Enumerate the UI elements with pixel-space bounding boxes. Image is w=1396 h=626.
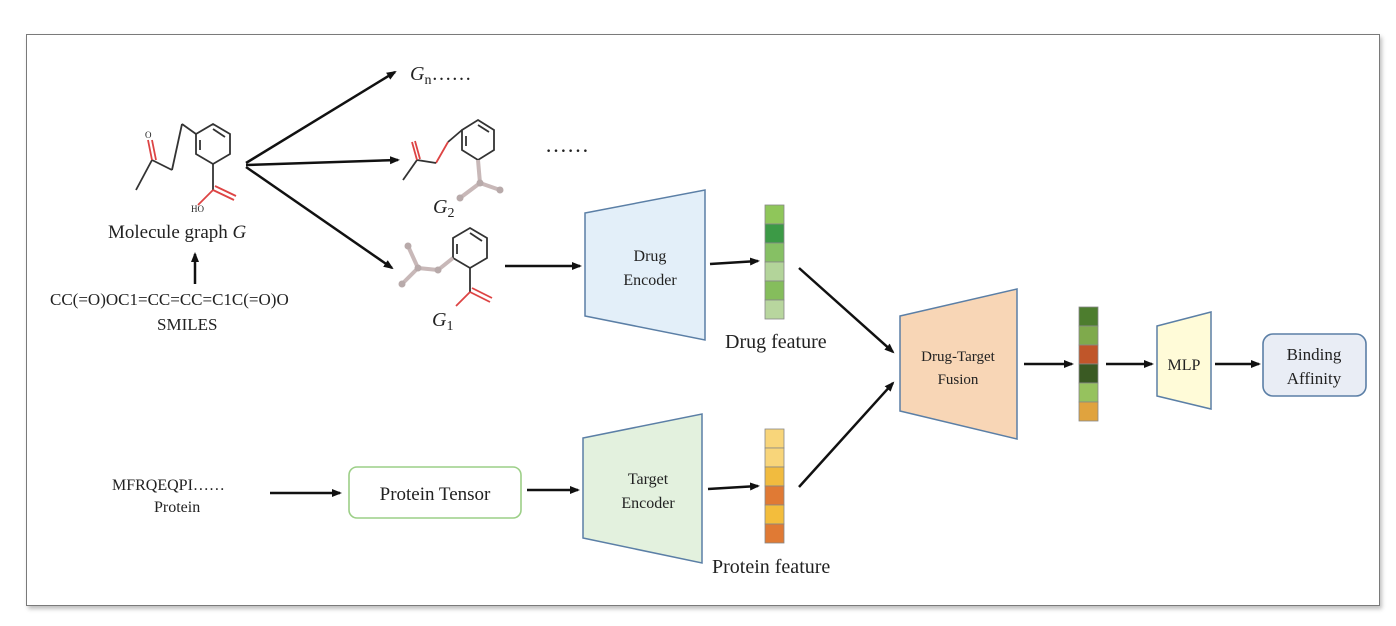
fusion-shape [899, 288, 1018, 440]
protein-feature-label: Protein feature [712, 556, 830, 578]
graph-gn-label: Gn…… [410, 63, 471, 88]
mlp-label: MLP [1168, 357, 1201, 374]
drug-feature-to-fusion-arrow [798, 267, 895, 354]
protein-feature-cell [764, 504, 785, 525]
atom-o-label: O [145, 130, 152, 140]
graph-g2-label: G2 [433, 196, 454, 221]
protein-feature-cell [764, 523, 785, 544]
atom-ho-label: HO [191, 204, 204, 214]
drug-encoder-shape [584, 189, 706, 341]
drug-feature-vector [764, 204, 785, 320]
drug-feature-cell [764, 242, 785, 263]
binding-affinity-box [1262, 333, 1367, 397]
binding-affinity-line1: Binding [1287, 345, 1342, 364]
mlp-shape [1156, 311, 1212, 410]
drug-feature-cell [764, 299, 785, 320]
fusion-label-line2: Fusion [938, 372, 979, 388]
smiles-string: CC(=O)OC1=CC=CC=C1C(=O)O [50, 290, 289, 309]
protein-feature-vector [764, 428, 785, 544]
augmentation-arrows [245, 70, 400, 270]
drug-feature-cell [764, 280, 785, 301]
protein-feature-cell [764, 447, 785, 468]
target-encoder-shape [582, 413, 703, 564]
drug-feature-cell [764, 223, 785, 244]
target-encoder-to-feature-arrow [707, 482, 760, 491]
fused-feature-cell [1078, 363, 1099, 384]
fused-feature-cell [1078, 382, 1099, 403]
target-encoder-label-line2: Encoder [621, 495, 675, 512]
binding-affinity-line2: Affinity [1287, 369, 1342, 388]
target-encoder-label-line1: Target [628, 471, 669, 488]
molecule-graph-label: Molecule graph G [108, 222, 247, 243]
drug-feature-label: Drug feature [725, 331, 827, 353]
more-graphs-ellipsis: …… [545, 132, 589, 157]
molecule-g1-structure [452, 226, 493, 307]
protein-feature-cell [764, 466, 785, 487]
drug-feature-cell [764, 204, 785, 225]
molecule-g2-masked [456, 159, 504, 202]
drug-feature-cell [764, 261, 785, 282]
fused-feature-cell [1078, 344, 1099, 365]
protein-feature-cell [764, 485, 785, 506]
protein-sequence: MFRQEQPI…… [112, 477, 225, 494]
arrow-to-g1 [245, 165, 394, 270]
smiles-label: SMILES [157, 315, 217, 334]
fused-feature-vector [1078, 306, 1099, 422]
graph-g1-label: G1 [432, 309, 453, 334]
drug-encoder-label-line1: Drug [634, 248, 667, 265]
protein-label: Protein [154, 499, 200, 516]
arrow-to-g2 [245, 156, 400, 167]
protein-tensor-box [348, 466, 522, 519]
arrow-to-gn [245, 70, 397, 165]
fused-feature-cell [1078, 401, 1099, 422]
protein-feature-cell [764, 428, 785, 449]
drug-encoder-to-feature-arrow [709, 257, 760, 266]
fused-feature-cell [1078, 306, 1099, 327]
drug-encoder-label-line2: Encoder [623, 272, 677, 289]
fused-feature-cell [1078, 325, 1099, 346]
molecule-g-structure [135, 122, 237, 206]
fusion-label-line1: Drug-Target [921, 349, 995, 365]
protein-feature-to-fusion-arrow [798, 381, 895, 488]
protein-tensor-label: Protein Tensor [380, 484, 491, 505]
molecule-g1-masked [398, 242, 455, 288]
